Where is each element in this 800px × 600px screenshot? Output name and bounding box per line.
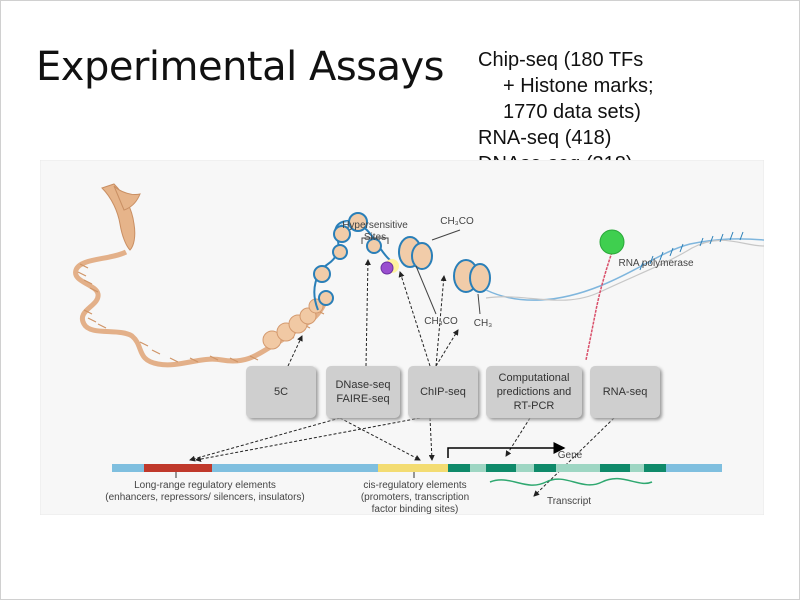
promoter-segment (378, 464, 448, 472)
assay-5c[interactable]: 5C (246, 366, 316, 418)
exon-3 (534, 464, 556, 472)
nucleosomes (313, 212, 382, 306)
stat-line-histone: + Histone marks; (503, 75, 654, 97)
label-long-range-line1: Long-range regulatory elements (134, 480, 276, 491)
rna-polymerase-icon (599, 229, 625, 255)
assay-dnase-faire-label: DNase-seq FAIRE-seq (335, 378, 390, 406)
dna-helix-rungs (639, 231, 744, 271)
assay-rnaseq[interactable]: RNA-seq (590, 366, 660, 418)
assay-dnase-faire[interactable]: DNase-seq FAIRE-seq (326, 366, 400, 418)
assay-comp-line3: RT-PCR (513, 400, 555, 412)
label-long-range-line2: (enhancers, repressors/ silencers, insul… (105, 492, 305, 503)
assay-stats-list: Chip-seq (180 TFs + Histone marks; 1770 … (478, 47, 654, 177)
label-cis-line3: factor binding sites) (371, 504, 459, 515)
label-cis-line2: (promoters, transcription (360, 492, 470, 503)
label-rna-polymerase: RNA polymerase (618, 258, 694, 269)
dna-helix-strand-b (485, 239, 764, 301)
assay-5c-label: 5C (273, 386, 289, 398)
figure-artwork (40, 160, 764, 515)
histone-cluster (398, 236, 491, 293)
label-ch3co-top: CH₃CO (440, 216, 474, 227)
region-tick-marks (175, 472, 415, 478)
gene-direction-arrow (447, 442, 566, 458)
assay-comp-line2: predictions and (496, 386, 572, 398)
slide-title: Experimental Assays (36, 44, 445, 90)
modification-lines (415, 229, 481, 315)
solenoid-beads (262, 298, 324, 350)
assay-comp-line1: Computational (498, 372, 570, 384)
rna-transcript-strand (585, 251, 613, 361)
stat-line-rnaseq: RNA-seq (418) (478, 127, 612, 149)
label-ch3co-bottom: CH₃CO (424, 316, 458, 327)
assay-computational-label: Computational predictions and RT-PCR (497, 371, 572, 413)
assay-computational[interactable]: Computational predictions and RT-PCR (486, 366, 582, 418)
stat-line-datasets: 1770 data sets) (503, 101, 641, 123)
label-cis-regulatory: cis-regulatory elements (promoters, tran… (340, 480, 490, 516)
label-long-range: Long-range regulatory elements (enhancer… (80, 480, 330, 504)
figure-background (40, 160, 764, 515)
hypersensitive-bracket (361, 237, 389, 244)
genome-assay-figure: Hypersensitive Sites CH₃CO CH₃CO CH₃ RNA… (40, 160, 764, 515)
enhancer-segment (144, 464, 212, 472)
label-hypersensitive: Hypersensitive Sites (330, 220, 420, 244)
dna-segment-bar (112, 464, 722, 472)
label-cis-line1: cis-regulatory elements (363, 480, 467, 491)
assay-faire-line: FAIRE-seq (336, 393, 390, 405)
exon-5 (644, 464, 666, 472)
assay-chipseq-label: ChIP-seq (420, 386, 466, 398)
exon-4 (600, 464, 630, 472)
assay-rnaseq-label: RNA-seq (602, 386, 648, 398)
assay-arrows-down (189, 417, 615, 497)
assay-chipseq[interactable]: ChIP-seq (408, 366, 478, 418)
exon-2 (486, 464, 516, 472)
assay-arrows-up (287, 259, 459, 367)
transcription-factor-icon (380, 261, 394, 275)
label-gene: Gene (557, 450, 583, 461)
label-hypersensitive-line1: Hypersensitive (342, 220, 408, 231)
transcript-wave (489, 477, 653, 486)
label-ch3: CH₃ (473, 318, 493, 329)
label-hypersensitive-line2: Sites (363, 232, 387, 243)
label-transcript: Transcript (546, 496, 592, 507)
exon-1 (448, 464, 470, 472)
assay-dnase-line: DNase-seq (335, 379, 391, 391)
stat-line-chipseq: Chip-seq (180 TFs (478, 49, 644, 71)
chromosome-icon (101, 183, 141, 251)
